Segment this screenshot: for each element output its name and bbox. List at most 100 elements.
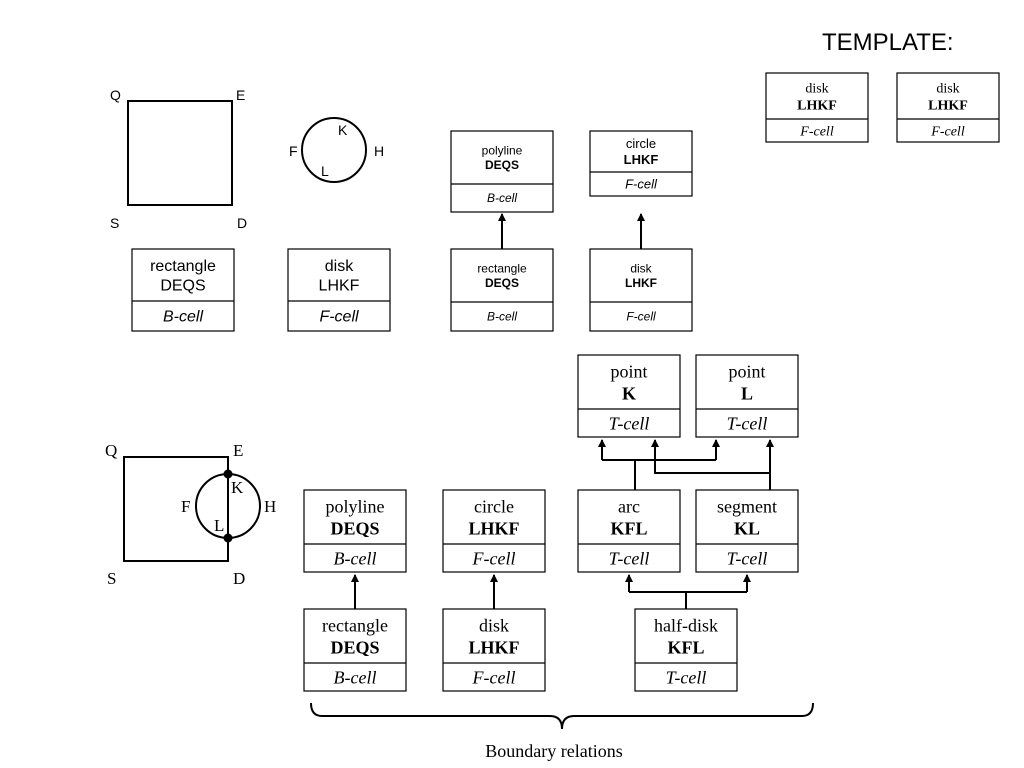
cell-disk-top-type: F-cell xyxy=(319,309,359,326)
cell-segment-name: segment xyxy=(717,496,777,516)
cell-disk-top-frame xyxy=(287,248,391,332)
cell-point-l-name: point xyxy=(728,361,765,381)
cell-point-k-type: T-cell xyxy=(609,413,650,433)
circle-label-k: K xyxy=(338,122,348,138)
cell-circle-name: circle xyxy=(474,496,514,516)
point-k-dot xyxy=(223,469,233,479)
cell-disk-frame xyxy=(442,608,546,692)
cell-rectangle-top-small-type: B-cell xyxy=(487,310,517,324)
circle-label-l: L xyxy=(321,163,329,179)
cell-polyline-top-code: DEQS xyxy=(485,158,519,172)
cell-point-l-code: L xyxy=(741,383,753,403)
cell-rectangle-top-code: DEQS xyxy=(160,277,205,294)
caption-boundary-relations: Boundary relations xyxy=(485,741,622,761)
cell-disk-code: LHKF xyxy=(468,637,519,657)
cell-rectangle-top-small-code: DEQS xyxy=(485,276,519,290)
cell-rectangle-top-type: B-cell xyxy=(163,309,203,326)
cell-point-k-frame xyxy=(577,354,681,438)
cell-polyline-top-type: B-cell xyxy=(487,191,517,205)
cell-rectangle-top-name: rectangle xyxy=(150,258,216,275)
connectors xyxy=(351,213,774,609)
bottom-square-shape xyxy=(123,456,229,562)
cell-segment-frame xyxy=(695,489,799,573)
cell-circle-top-type: F-cell xyxy=(625,177,658,192)
cell-disk-type: F-cell xyxy=(472,667,516,687)
bottom-label-e: E xyxy=(233,441,243,460)
bottom-label-l: L xyxy=(214,516,224,535)
cell-rectangle-code: DEQS xyxy=(330,637,379,657)
cell-half-disk-type: T-cell xyxy=(666,667,707,687)
vertex-label-q: Q xyxy=(110,87,121,103)
vertex-label-s: S xyxy=(110,215,119,231)
cell-segment-code: KL xyxy=(734,518,760,538)
cell-disk-name: disk xyxy=(479,615,509,635)
circle-label-f: F xyxy=(289,143,298,159)
cell-point-l-type: T-cell xyxy=(727,413,768,433)
cell-circle-code: LHKF xyxy=(468,518,519,538)
cell-circle-top-code: LHKF xyxy=(624,152,659,167)
cell-polyline-name: polyline xyxy=(326,496,385,516)
template-cell-disk-1-code: LHKF xyxy=(797,98,837,113)
cell-disk-top-small-frame xyxy=(589,248,693,332)
cell-polyline-top-name: polyline xyxy=(482,143,523,157)
cell-half-disk-name: half-disk xyxy=(654,615,718,635)
cell-disk-top-small-name: disk xyxy=(630,261,652,275)
point-l-dot xyxy=(223,533,233,543)
bottom-label-f: F xyxy=(181,497,190,516)
cell-half-disk-frame xyxy=(634,608,738,692)
template-cell-disk-2-name: disk xyxy=(936,81,959,96)
cell-disk-top-code: LHKF xyxy=(319,277,360,294)
cell-segment-type: T-cell xyxy=(727,548,768,568)
cell-point-k-name: point xyxy=(610,361,647,381)
circle-label-h: H xyxy=(374,143,384,159)
cell-circle-top-name: circle xyxy=(626,136,656,151)
cell-disk-top-small-code: LHKF xyxy=(625,276,657,290)
connector-segment-bar xyxy=(654,440,770,474)
cell-disk-top-name: disk xyxy=(325,258,354,275)
cell-circle-top-frame xyxy=(589,130,693,197)
vertex-label-e: E xyxy=(236,87,245,103)
cell-arc-code: KFL xyxy=(610,518,647,538)
cell-circle-type: F-cell xyxy=(472,548,516,568)
cell-half-disk-code: KFL xyxy=(667,637,704,657)
cell-polyline-code: DEQS xyxy=(330,518,379,538)
cell-polyline-top-frame xyxy=(450,130,554,213)
cell-arc-name: arc xyxy=(618,496,640,516)
boundary-brace xyxy=(310,702,814,730)
bottom-label-h: H xyxy=(264,497,276,516)
cell-polyline-type: B-cell xyxy=(334,548,377,568)
square-shape xyxy=(127,100,233,206)
bottom-label-d: D xyxy=(233,569,245,588)
cell-point-l-frame xyxy=(695,354,799,438)
cell-circle-frame xyxy=(442,489,546,573)
cell-point-k-code: K xyxy=(622,383,636,403)
cell-rectangle-top-small-name: rectangle xyxy=(477,261,527,275)
cell-rectangle-frame xyxy=(303,608,407,692)
template-cell-disk-2-code: LHKF xyxy=(928,98,968,113)
bottom-figure: Q E S D F K H L xyxy=(105,441,276,588)
cell-arc-type: T-cell xyxy=(609,548,650,568)
bottom-label-s: S xyxy=(107,569,116,588)
template-cell-disk-1-type: F-cell xyxy=(799,124,834,139)
cell-rectangle-type: B-cell xyxy=(334,667,377,687)
cell-disk-top-small-type: F-cell xyxy=(626,310,656,324)
cell-polyline-frame xyxy=(303,489,407,573)
top-square-figure: Q E S D xyxy=(110,87,247,231)
cell-rectangle-name: rectangle xyxy=(322,615,388,635)
